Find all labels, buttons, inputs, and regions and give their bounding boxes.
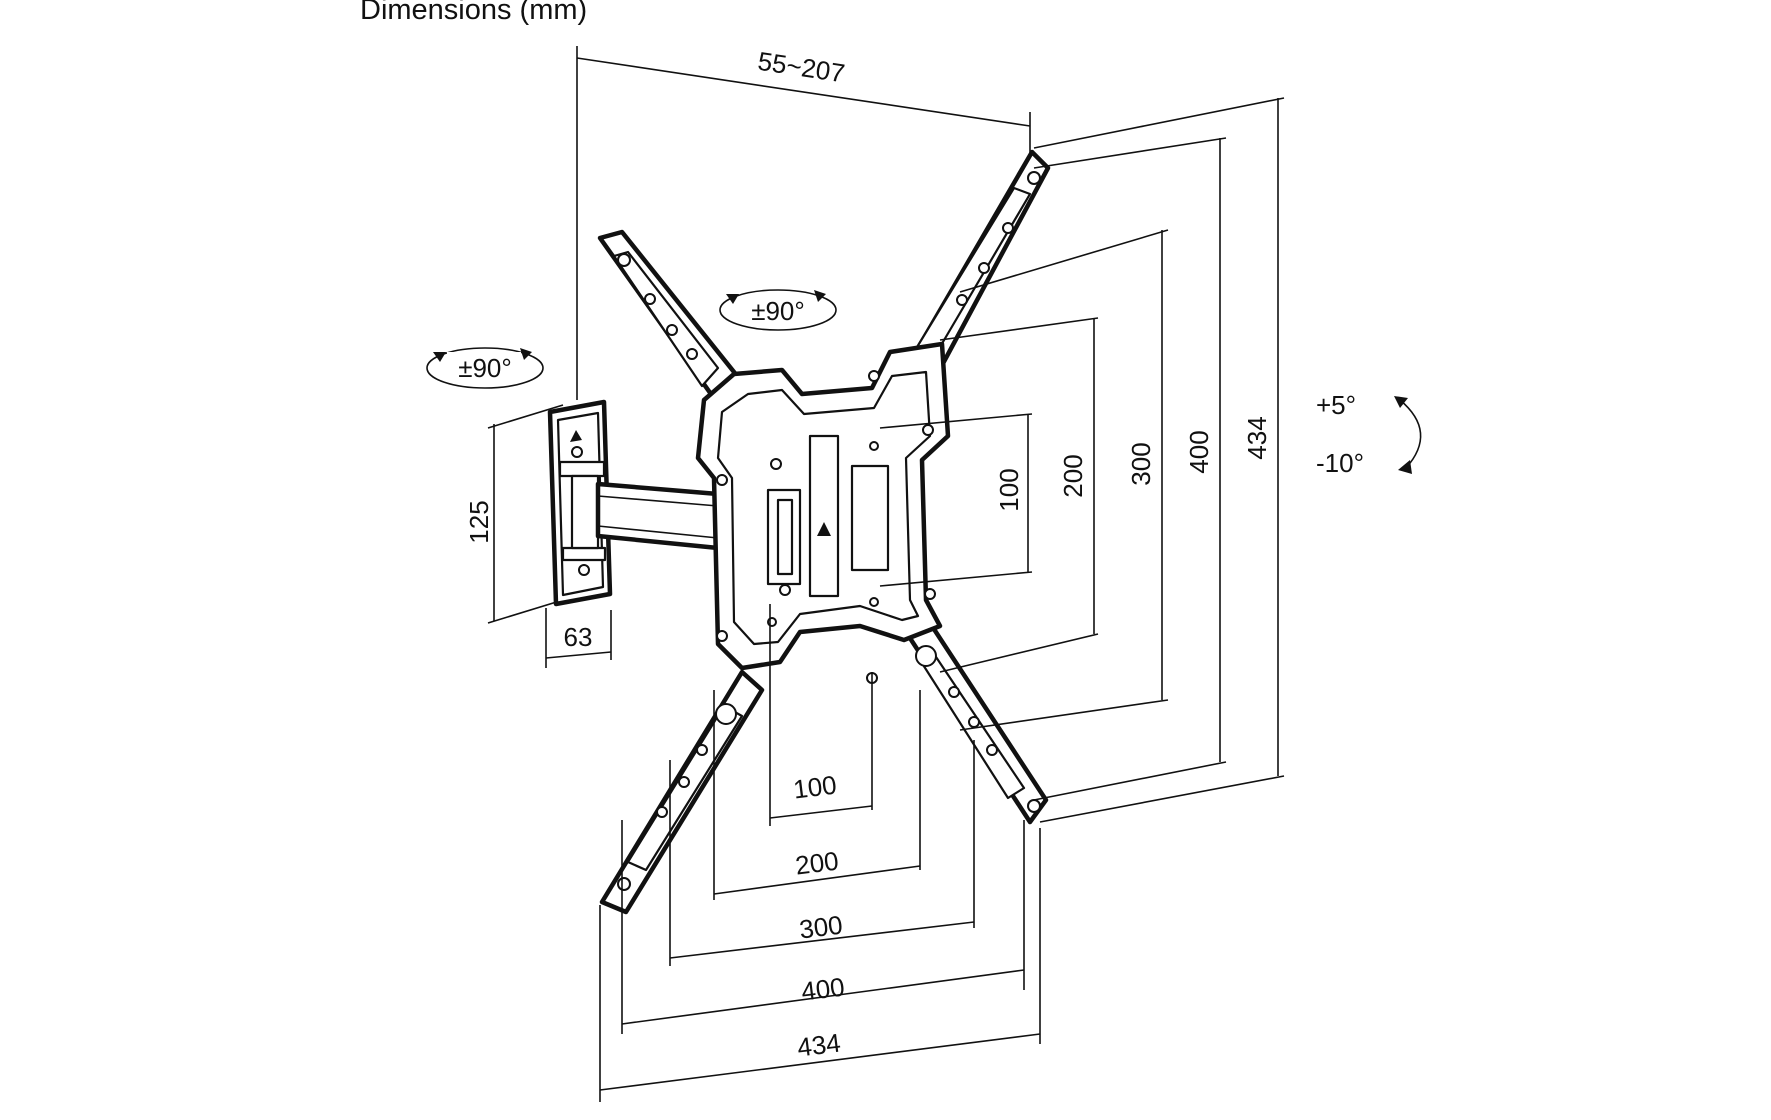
center-plate (695, 341, 951, 684)
swivel-arrow-icon-2 (520, 348, 532, 360)
swivel-arm (595, 481, 721, 551)
vesa-horizontal-100: 100 (792, 770, 839, 805)
vertical-vesa-dimensions: 100 200 300 400 434 (879, 97, 1285, 823)
vesa-vertical-300: 300 (1126, 442, 1156, 485)
depth-dimension: 55~207 (576, 46, 1031, 400)
plate-rotation-indicator: ±90° (719, 289, 837, 331)
vesa-vertical-400: 400 (1184, 430, 1214, 473)
vesa-horizontal-434: 434 (796, 1028, 843, 1063)
swivel-arrow-icon (433, 352, 446, 362)
rail-bottom-right (903, 617, 1049, 825)
vesa-vertical-200: 200 (1058, 454, 1088, 497)
vesa-vertical-434: 434 (1242, 416, 1272, 459)
vesa-horizontal-200: 200 (794, 846, 841, 881)
wall-swivel-indicator: ±90° (426, 347, 544, 389)
center-slot (808, 434, 840, 598)
wall-swivel-label: ±90° (458, 353, 512, 383)
plate-rotation-label: ±90° (751, 296, 805, 326)
tilt-down-label: -10° (1316, 448, 1364, 478)
rotation-arrow-icon (726, 294, 739, 304)
rail-bottom-left (599, 669, 765, 915)
tilt-indicator: +5° -10° (1316, 390, 1422, 478)
up-arrow-icon (570, 430, 582, 442)
wall-plate (547, 399, 613, 607)
rotation-arrow-icon-2 (814, 290, 826, 302)
vesa-horizontal-400: 400 (800, 972, 847, 1007)
diagram-title: Dimensions (mm) (360, 0, 588, 26)
wall-plate-width-label: 63 (564, 622, 593, 652)
horizontal-vesa-dimensions: 100 200 300 400 434 (599, 604, 1041, 1102)
depth-label: 55~207 (756, 46, 847, 89)
vesa-horizontal-300: 300 (798, 910, 845, 945)
wall-plate-dimensions: 125 63 (464, 404, 612, 668)
center-up-arrow-icon (817, 522, 831, 536)
tilt-arrow-up-icon (1394, 396, 1408, 408)
vesa-vertical-100: 100 (994, 468, 1024, 511)
tilt-up-label: +5° (1316, 390, 1356, 420)
tilt-arrow-down-icon (1398, 460, 1412, 474)
wall-plate-height-label: 125 (464, 500, 494, 543)
